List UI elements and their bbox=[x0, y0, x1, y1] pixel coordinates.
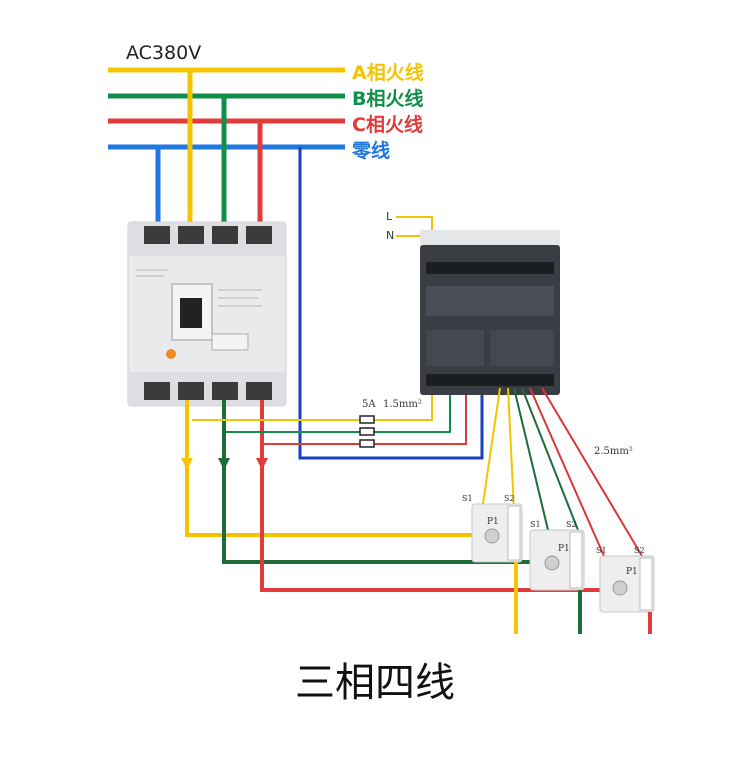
arrow-b bbox=[218, 458, 230, 470]
ct-c-p1-label: P1 bbox=[626, 567, 638, 577]
fuse-a bbox=[359, 415, 375, 424]
drop-n-meter bbox=[298, 147, 484, 460]
bus-c-label: C相火线 bbox=[352, 114, 423, 136]
supply-label: AC380V bbox=[126, 42, 202, 64]
ct-wire-c2 bbox=[541, 387, 643, 557]
ct-a bbox=[471, 503, 523, 563]
ct-b-s1-label: S1 bbox=[530, 520, 541, 529]
sense-b bbox=[226, 388, 451, 433]
ct-a-p1-label: P1 bbox=[487, 517, 499, 527]
fuse-b bbox=[359, 427, 375, 436]
ct-b-p1-label: P1 bbox=[558, 544, 570, 554]
aux-n-label: N bbox=[386, 229, 395, 242]
fuse-rating-label: 5A bbox=[362, 399, 376, 410]
ct-b-s2-label: S2 bbox=[566, 520, 577, 529]
bus-a-label: A相火线 bbox=[352, 62, 424, 84]
ct-c-s1-label: S1 bbox=[596, 546, 607, 555]
bus-n-label: 零线 bbox=[352, 140, 391, 162]
load-b bbox=[222, 400, 550, 564]
arrow-c bbox=[256, 458, 268, 470]
ct-wire-a1 bbox=[481, 387, 501, 511]
aux-l-label: L bbox=[386, 210, 393, 223]
ct-b bbox=[529, 529, 585, 591]
sense-c bbox=[264, 388, 467, 445]
ct-wire-c1 bbox=[529, 387, 605, 557]
ct-wire-b2 bbox=[521, 387, 579, 531]
voltage-wire-size-label: 1.5mm² bbox=[383, 399, 422, 410]
ct-wire-b1 bbox=[513, 387, 549, 531]
ct-c bbox=[599, 555, 655, 613]
current-wire-size-label: 2.5mm² bbox=[594, 446, 633, 457]
circuit-breaker bbox=[127, 221, 287, 407]
ct-wire-a2 bbox=[507, 387, 515, 511]
sense-a bbox=[192, 388, 433, 421]
ct-a-s1-label: S1 bbox=[462, 494, 473, 503]
diagram-title: 三相四线 bbox=[295, 660, 455, 706]
ct-c-s2-label: S2 bbox=[634, 546, 645, 555]
arrow-a bbox=[181, 458, 193, 470]
bus-b-label: B相火线 bbox=[352, 88, 424, 110]
load-a bbox=[185, 400, 488, 537]
ct-a-s2-label: S2 bbox=[504, 494, 515, 503]
fuse-c bbox=[359, 439, 375, 448]
power-meter bbox=[420, 230, 560, 395]
